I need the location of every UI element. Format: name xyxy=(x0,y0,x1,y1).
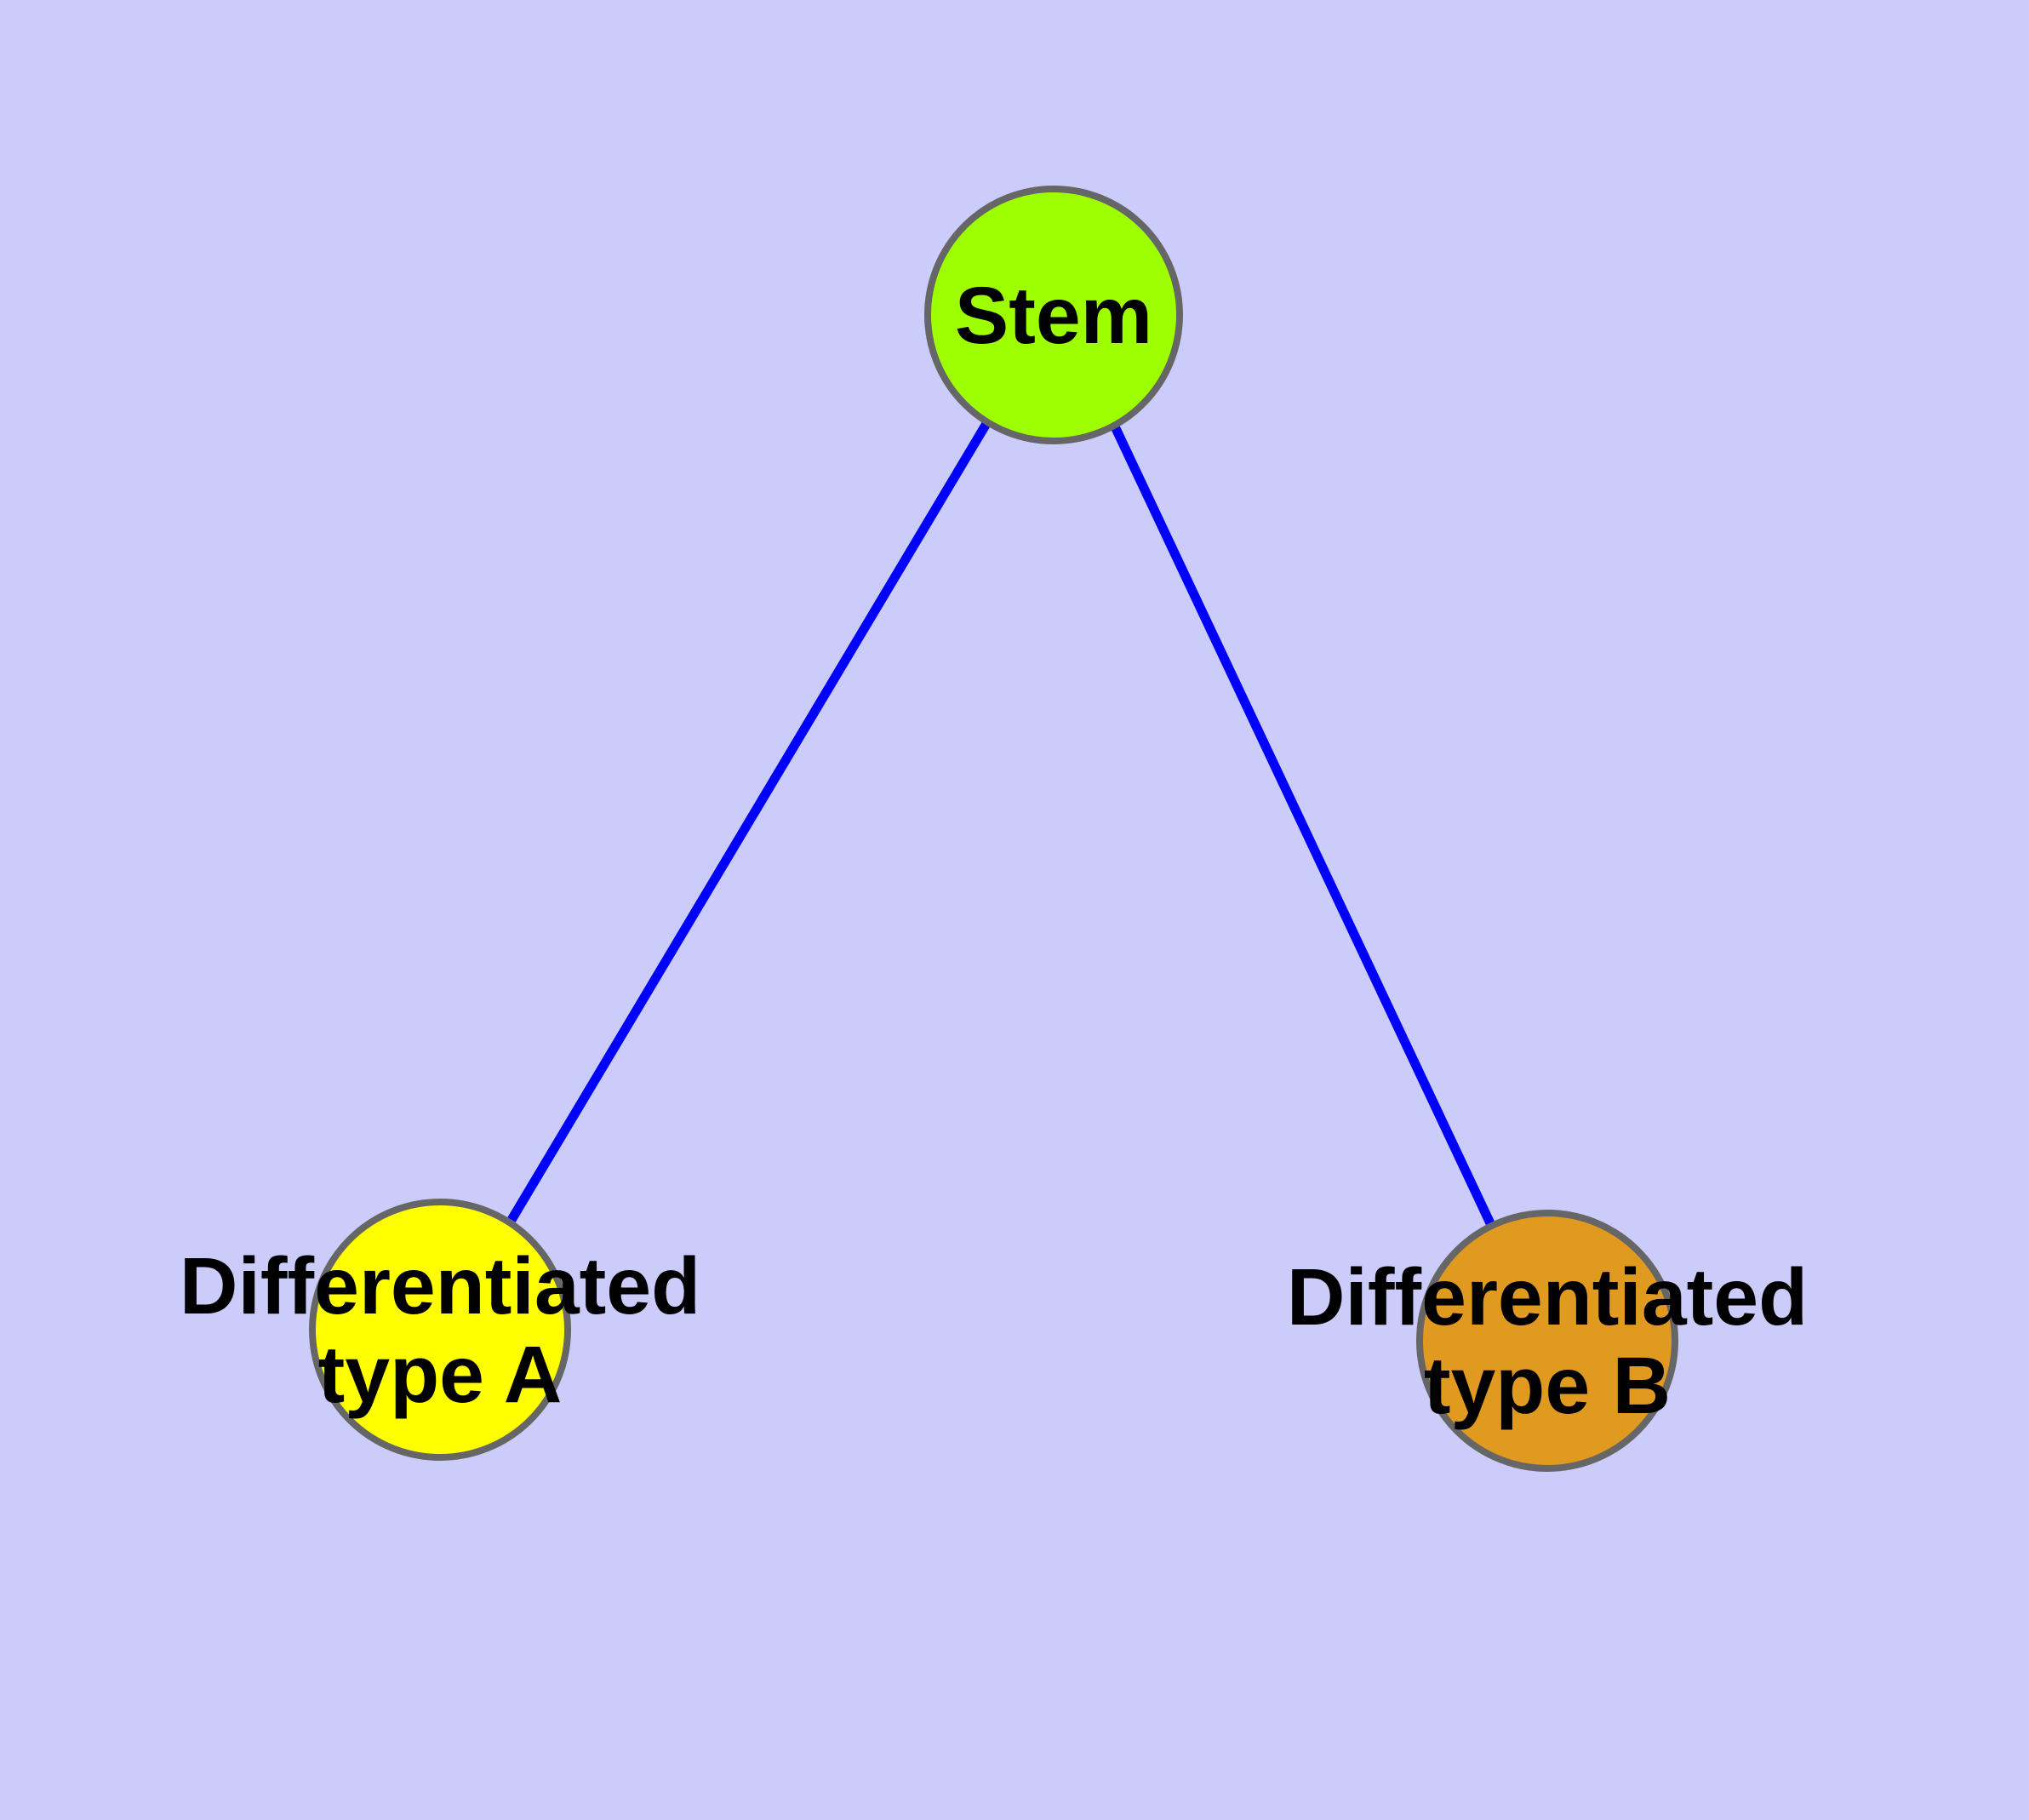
node-stem-label: Stem xyxy=(955,271,1152,361)
edge-stem-to-differentiated-type-b[interactable] xyxy=(1110,422,1495,1226)
node-differentiated-type-a[interactable]: Differentiated type A xyxy=(180,1199,700,1461)
node-differentiated-type-b-circle[interactable] xyxy=(1416,1210,1678,1472)
node-layer: Stem Differentiated type A Differentiate… xyxy=(180,186,1808,1472)
edge-stem-to-differentiated-type-a[interactable] xyxy=(507,420,992,1222)
node-differentiated-type-a-label-line2: type A xyxy=(318,1330,563,1420)
node-differentiated-type-a-label-line1: Differentiated xyxy=(180,1241,700,1331)
node-differentiated-type-b-label-line2: type B xyxy=(1424,1341,1671,1431)
edge-layer xyxy=(507,420,1495,1226)
node-differentiated-type-a-circle[interactable] xyxy=(309,1199,571,1461)
node-stem-circle[interactable] xyxy=(924,186,1183,444)
node-stem[interactable]: Stem xyxy=(924,186,1183,444)
node-differentiated-type-b[interactable]: Differentiated type B xyxy=(1287,1210,1808,1472)
node-differentiated-type-b-label-line1: Differentiated xyxy=(1287,1252,1808,1342)
